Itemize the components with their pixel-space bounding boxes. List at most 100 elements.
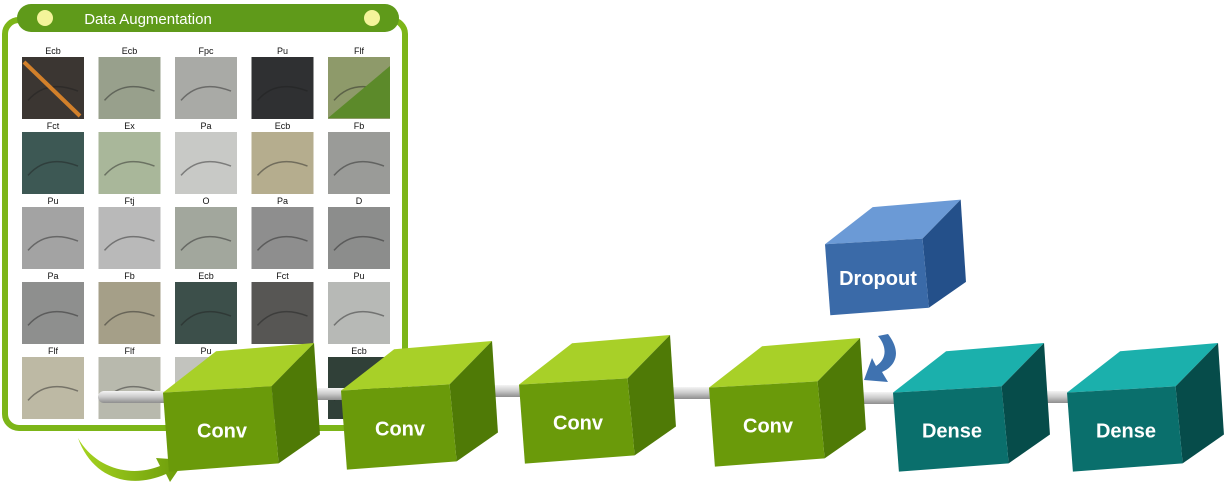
sample-image [175,57,237,119]
tile-class-label: Pu [47,196,58,206]
image-texture [27,310,79,326]
sample-tile: O [175,196,237,269]
sample-image [175,207,237,269]
tile-class-label: Flf [125,346,135,356]
tile-class-label: Ex [124,121,135,131]
cube-side-face [817,338,866,459]
block-label: Conv [375,419,426,441]
block-label: Dense [1096,421,1156,443]
sample-image [22,357,84,419]
sample-image [98,57,161,119]
conv-3-block: Conv [519,335,676,464]
dropout-cube: Dropout [825,199,966,316]
cube-front-face [1067,386,1183,472]
cube-top-face [341,341,493,391]
sample-image [22,207,84,269]
block-label: Dense [922,421,982,443]
sample-image [98,207,161,269]
sample-tile: Ecb [98,46,161,119]
block-label: Conv [743,416,794,438]
cube-front-face [341,384,457,470]
panel-title: Data Augmentation [84,11,212,28]
sample-tile: Pu [22,196,84,269]
block-label: Conv [197,421,248,443]
conv-2-block: Conv [341,341,498,470]
image-texture [27,160,79,176]
tile-class-label: Ecb [275,121,291,131]
image-texture [180,85,232,101]
cube-side-face [449,341,498,462]
tile-class-label: D [356,196,363,206]
sample-image [328,282,390,344]
cube-front-face [709,381,825,467]
sample-tile: Ftj [98,196,161,269]
tile-class-label: Pa [200,121,211,131]
sample-tile: Pu [328,271,390,344]
block-label: Conv [553,413,604,435]
sample-image [251,57,314,119]
sample-image [251,282,314,344]
tile-class-label: Fct [276,271,289,281]
image-texture [333,235,385,251]
image-texture [180,160,232,176]
cube-front-face [519,378,635,464]
tile-class-label: Pu [200,346,211,356]
sample-tile: Fb [98,271,161,344]
image-texture [256,310,308,326]
cube-top-face [1067,343,1219,393]
dense-2-block: Dense [1067,343,1224,472]
sample-tile: Flf [98,346,161,419]
sample-image [22,132,84,194]
cube-side-face [271,343,320,464]
image-texture [103,235,155,251]
tile-class-label: Pa [277,196,288,206]
conv-4-block: Conv [709,338,866,467]
image-texture [103,160,155,176]
block-label: Dropout [839,268,917,290]
cube-front-face [163,386,279,472]
tile-class-label: Fb [354,121,365,131]
tile-class-label: Pa [47,271,58,281]
image-texture [256,235,308,251]
image-texture [180,235,232,251]
dropout-arrow [864,334,896,382]
tile-class-label: Pu [353,271,364,281]
sample-tile: Ecb [251,121,314,194]
panel-title-bar [17,4,399,32]
image-texture [333,160,385,176]
tile-class-label: Fct [47,121,60,131]
dense-1-block: Dense [893,343,1050,472]
image-texture [27,385,79,401]
image-texture [328,66,390,118]
tile-class-label: Fb [124,271,135,281]
sample-image [98,132,161,194]
dropout-block: Dropout [825,199,966,382]
sample-tile: Fb [328,121,390,194]
tile-class-label: Ecb [45,46,61,56]
sample-tile: Pa [22,271,84,344]
image-texture [180,310,232,326]
tile-class-label: Fpc [198,46,214,56]
image-texture [256,160,308,176]
conv-1-block: Conv [163,343,320,472]
sample-image [175,132,237,194]
sample-tile: Flf [22,346,84,419]
sample-tile: Ecb [175,271,237,344]
input-arrow [78,438,185,482]
image-texture [103,85,155,101]
sample-tile: Pa [175,121,237,194]
cube-side-face [627,335,676,456]
sample-image [22,282,84,344]
title-bar-dot-right [364,10,380,26]
cube-front-face [893,386,1009,472]
sample-tile: Pu [251,46,314,119]
cube-top-face [163,343,315,393]
image-texture [256,85,308,101]
title-bar-dot-left [37,10,53,26]
tile-class-label: Ecb [351,346,367,356]
image-texture [22,60,82,118]
image-texture [103,310,155,326]
image-texture [333,310,385,326]
